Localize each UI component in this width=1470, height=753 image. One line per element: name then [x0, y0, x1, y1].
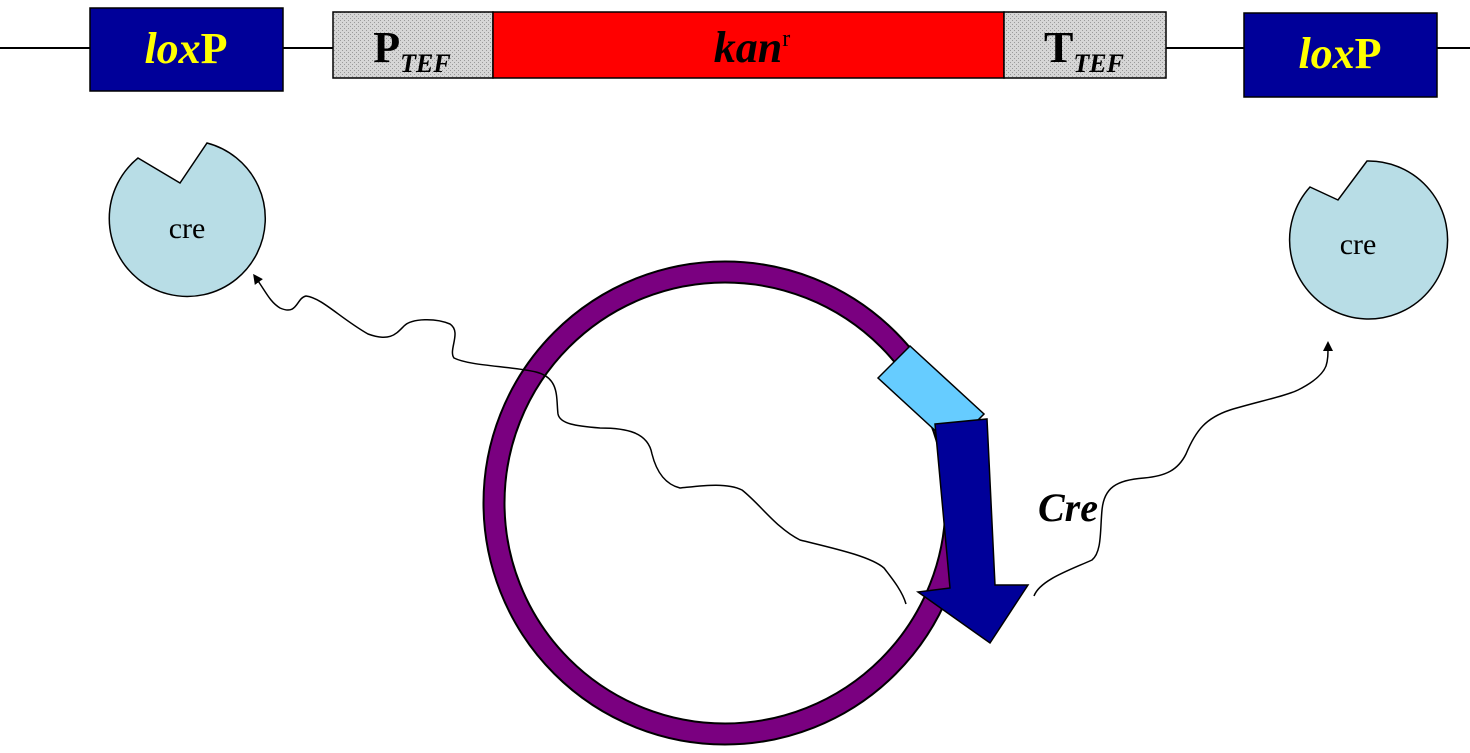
cre-gene-label: Cre: [1038, 485, 1098, 530]
pacman-protein-icon: cre: [1288, 160, 1449, 320]
translation-path-right: [1033, 341, 1333, 597]
plasmid-promoter-segment: [876, 344, 986, 448]
loxp-left-label: loxP: [144, 24, 227, 73]
gene-arrow-icon: [915, 418, 1030, 645]
loxp-right-box: loxP: [1243, 12, 1438, 98]
tef-promoter-label: PTEF: [373, 23, 450, 78]
kanr-label: kanr: [714, 23, 790, 72]
cre-protein-left-label: cre: [169, 212, 206, 245]
tef-terminator-label: TTEF: [1044, 23, 1124, 78]
loxp-right-label: loxP: [1298, 29, 1381, 78]
translation-path-left: [253, 273, 907, 605]
kanr-marker-box: kanr: [492, 11, 1005, 79]
tef-terminator-box: TTEF: [1003, 11, 1167, 79]
tef-promoter-box: PTEF: [332, 11, 494, 79]
cre-protein-right-label: cre: [1340, 228, 1377, 261]
loxp-left-box: loxP: [89, 7, 284, 92]
pacman-protein-icon: cre: [108, 142, 267, 298]
circular-plasmid-icon: [482, 260, 968, 746]
